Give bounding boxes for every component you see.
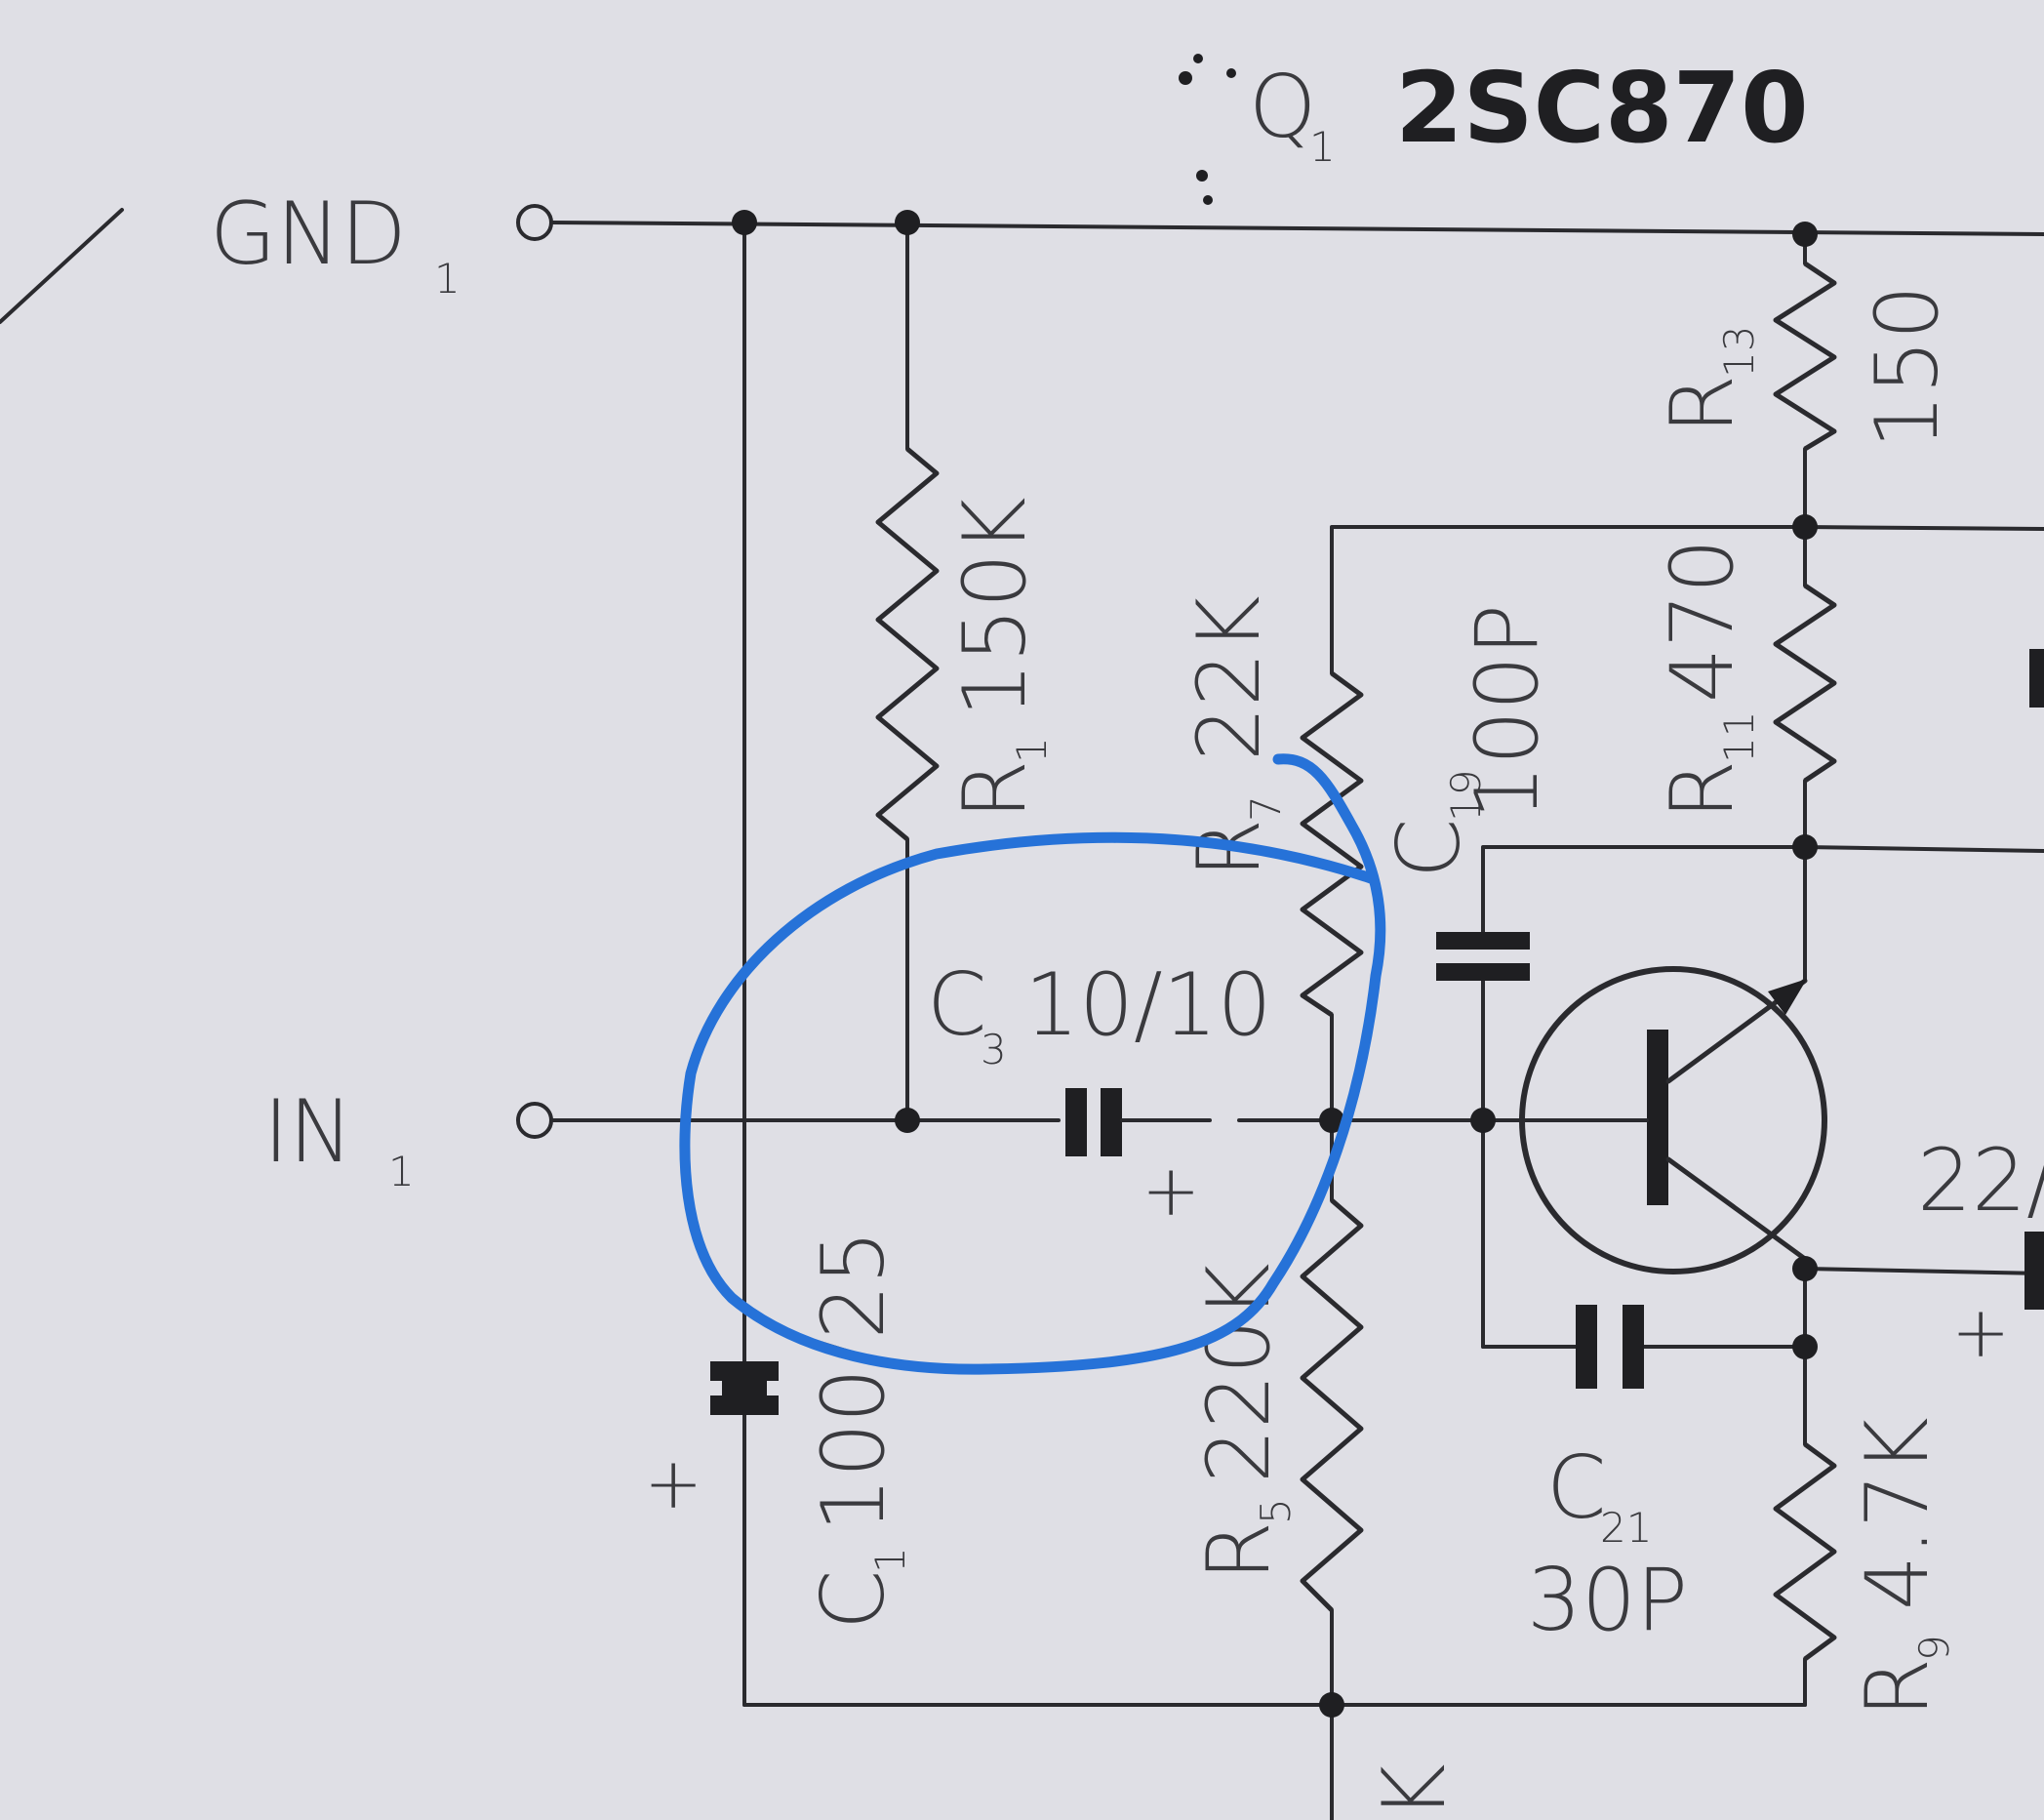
c21-value: 30P: [1527, 1550, 1688, 1650]
gnd-terminal: [516, 204, 553, 241]
resistor-r5: [1300, 1198, 1364, 1612]
resistor-r1: [875, 447, 940, 841]
component-right-edge: [2029, 649, 2044, 708]
r7-label: R 7 22K: [1179, 595, 1290, 878]
r13-value-label: 150: [1857, 285, 1957, 449]
capacitor-symbols: [710, 649, 2044, 1415]
transistor-ref-sub: 1: [1309, 123, 1336, 171]
svg-text:1: 1: [1008, 737, 1056, 763]
svg-text:150K: 150K: [944, 497, 1045, 717]
c21-ref-sub: 21: [1600, 1504, 1652, 1552]
c19-label: C 19: [1379, 770, 1490, 878]
emitter-arrow-icon: [1768, 979, 1807, 1015]
c3-ref: C: [927, 954, 986, 1055]
input-label-sub: 1: [388, 1148, 415, 1195]
input-terminal: [516, 1102, 553, 1139]
svg-text:R: R: [1188, 1521, 1289, 1581]
c1-label: C 1 100/25: [803, 1230, 914, 1630]
svg-text:R: R: [944, 760, 1045, 820]
c3-polarity-mark: +: [1142, 1150, 1200, 1232]
c21-ref: C: [1546, 1437, 1606, 1538]
right-cap-polarity-mark: +: [1951, 1291, 2010, 1373]
r13-label: R 13: [1652, 326, 1763, 434]
right-cap-partial-label: 22/: [1917, 1130, 2044, 1231]
right-branch-mid: [1803, 845, 2044, 853]
svg-text:22K: 22K: [1179, 595, 1279, 761]
svg-text:R: R: [1652, 760, 1752, 820]
svg-text:100/25: 100/25: [803, 1230, 903, 1532]
c19-value-label: 100P: [1457, 604, 1557, 820]
gnd-label-sub: 1: [434, 255, 461, 303]
r11-label: R 11 470: [1652, 539, 1763, 820]
r1-label: R 1 150K: [944, 497, 1056, 820]
svg-text:11: 11: [1715, 711, 1763, 763]
bottom-cut-label: K: [1364, 1763, 1464, 1820]
svg-text:7: 7: [1242, 795, 1290, 822]
edge-stroke: [0, 208, 124, 324]
capacitor-c19: [1436, 932, 1530, 981]
junction-dots: [732, 210, 1818, 1718]
svg-text:5: 5: [1252, 1498, 1300, 1524]
r9-label: R 9 4.7K: [1847, 1417, 1958, 1718]
svg-text:9: 9: [1910, 1635, 1958, 1661]
resistor-symbols: [875, 261, 1837, 1662]
capacitor-c3: [1065, 1088, 1148, 1156]
gnd-rail: [549, 221, 2044, 236]
capacitor-c1: [710, 1361, 779, 1415]
capacitor-right-partial: [2024, 1232, 2044, 1310]
svg-text:13: 13: [1715, 326, 1763, 378]
svg-text:C: C: [1379, 819, 1479, 878]
resistor-r11: [1773, 583, 1837, 784]
page-title: 2SC870: [1395, 51, 1809, 165]
svg-text:R: R: [1847, 1658, 1947, 1718]
c19-top-wire: [1481, 845, 1807, 934]
transistor-q1-symbol: [1496, 966, 1827, 1274]
annotation-circle: [679, 753, 1386, 1375]
svg-text:150: 150: [1857, 285, 1957, 449]
capacitor-c21: [1576, 1305, 1644, 1389]
r5-label: R 5 220K: [1188, 1263, 1300, 1581]
svg-text:R: R: [1652, 375, 1752, 434]
gnd-label: GND: [210, 183, 407, 284]
right-branch-lower: [1803, 1267, 2044, 1275]
wires: [0, 208, 2044, 1820]
svg-text:220K: 220K: [1188, 1263, 1289, 1483]
r7-top-wire: [1330, 525, 1802, 675]
svg-text:1: 1: [866, 1547, 914, 1573]
c3-value: 10/10: [1024, 954, 1272, 1055]
svg-text:K: K: [1364, 1763, 1464, 1820]
transistor-ref: Q: [1249, 57, 1316, 157]
input-label: IN: [263, 1081, 353, 1182]
c3-ref-sub: 3: [981, 1026, 1007, 1073]
svg-text:C: C: [803, 1570, 903, 1630]
resistor-r9: [1773, 1441, 1837, 1662]
resistor-r7: [1300, 670, 1364, 1018]
svg-text:470: 470: [1652, 539, 1752, 703]
right-branch-upper: [1803, 525, 2044, 531]
c1-polarity-mark: +: [644, 1442, 702, 1524]
resistor-r13: [1773, 261, 1837, 452]
svg-text:4.7K: 4.7K: [1847, 1417, 1947, 1610]
svg-text:19: 19: [1442, 770, 1490, 822]
svg-text:100P: 100P: [1457, 604, 1557, 820]
title-block: Q 1 2SC870: [1179, 51, 1809, 205]
